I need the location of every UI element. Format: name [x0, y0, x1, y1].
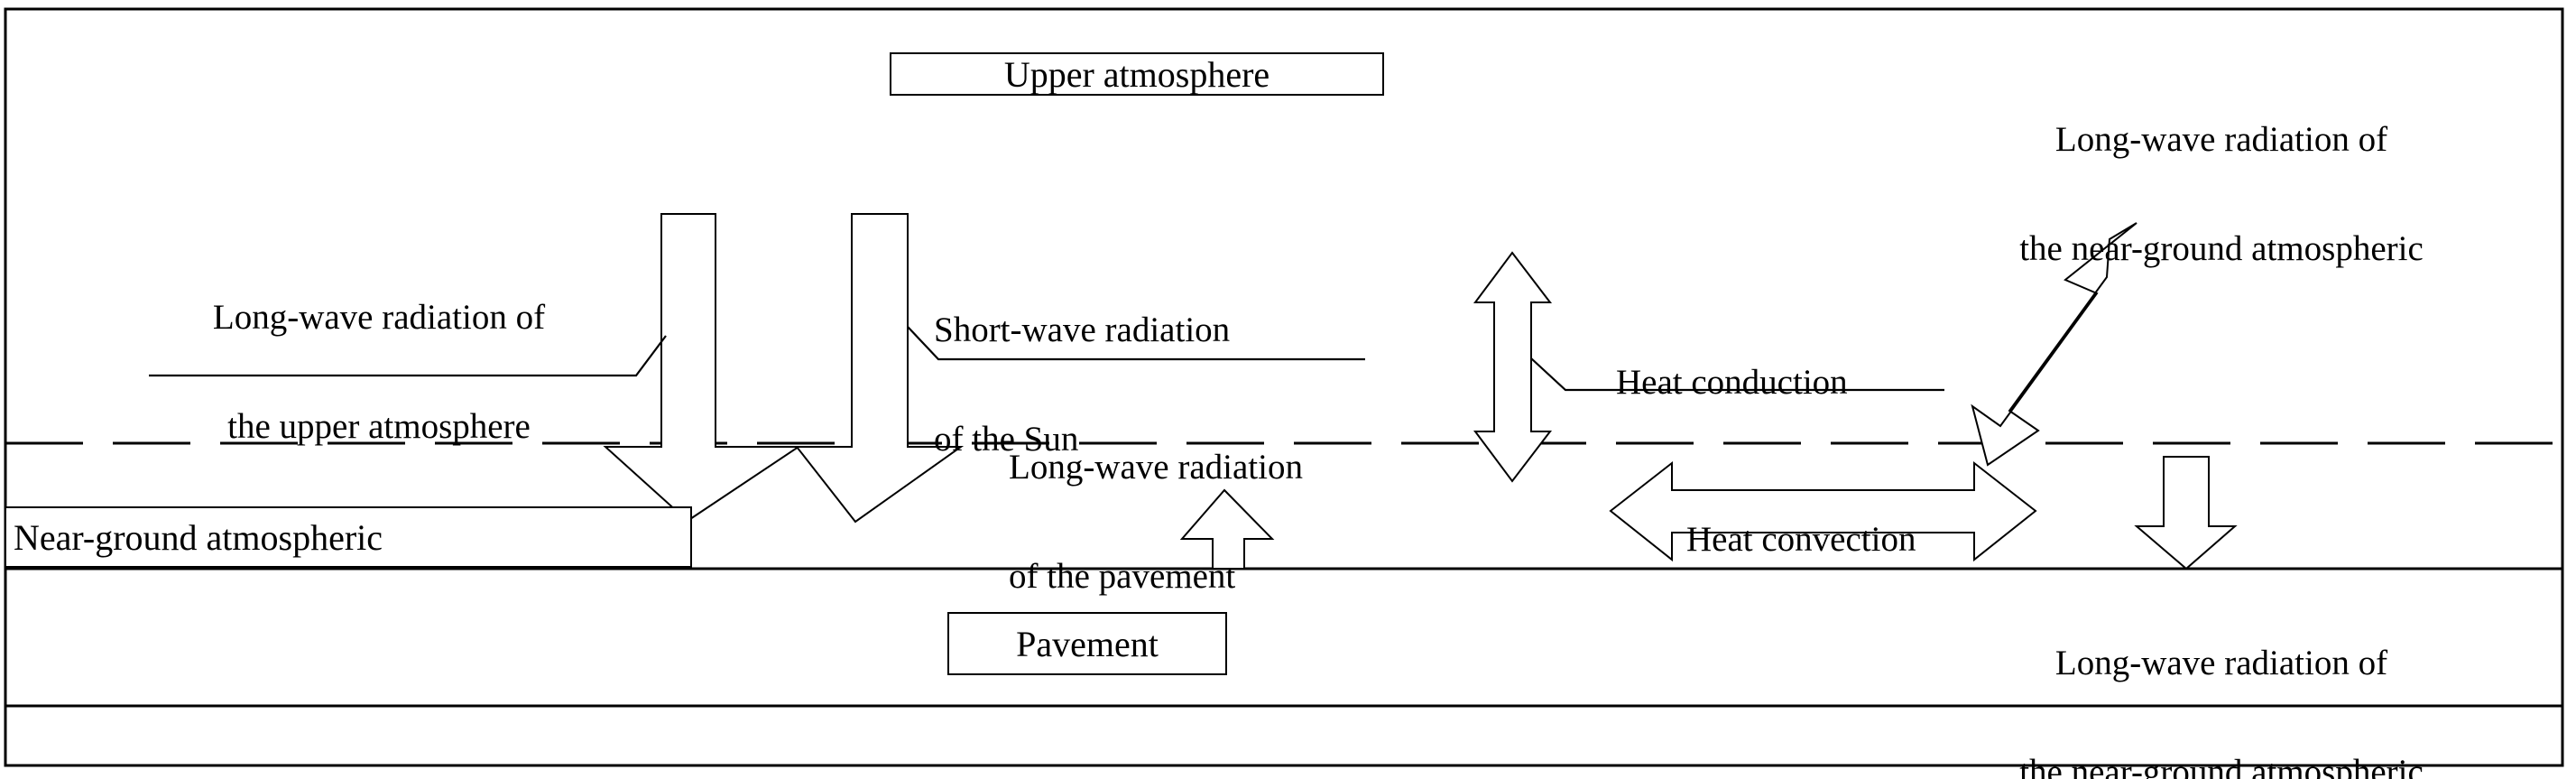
longwave-pavement-line1: Long-wave radiation: [1009, 448, 1303, 487]
near-ground-atmospheric-text: Near-ground atmospheric: [14, 516, 383, 558]
label-near-ground-atmospheric: Near-ground atmospheric: [5, 506, 692, 568]
pavement-text: Pavement: [1016, 623, 1159, 664]
arrow-heat-convection-bidirectional: [1609, 460, 2037, 562]
longwave-nearground-top-line2: the near-ground atmospheric: [2019, 228, 2424, 268]
leader-longwave-upper-atmosphere: [149, 335, 667, 377]
leader-shortwave-sun: [907, 326, 1365, 361]
shortwave-sun-line1: Short-wave radiation: [934, 311, 1231, 350]
longwave-pavement-line2: of the pavement: [1009, 556, 1236, 596]
heat-convection-text: Heat convection: [1686, 520, 1916, 560]
label-longwave-pavement: Long-wave radiation of the pavement: [1009, 377, 1303, 667]
arrow-longwave-upper-atmosphere-down: [603, 213, 802, 523]
longwave-upper-line2: the upper atmosphere: [227, 406, 531, 446]
leader-heat-conduction: [1530, 357, 1944, 392]
upper-atmosphere-text: Upper atmosphere: [1003, 53, 1270, 95]
arrow-heat-conduction-bidirectional: [1473, 251, 1553, 483]
label-heat-convection: Heat convection: [1651, 486, 1916, 594]
longwave-nearground-bottom-line1: Long-wave radiation of: [2054, 644, 2388, 683]
arrow-longwave-nearground-down: [2134, 456, 2238, 570]
arrow-shortwave-sun-down: [794, 213, 965, 524]
arrow-longwave-nearground-up-diagonal: [1971, 222, 2137, 467]
label-shortwave-sun: Short-wave radiation of the Sun: [934, 240, 1230, 530]
outer-frame: [4, 7, 2564, 767]
label-longwave-upper-atmosphere: Long-wave radiation of the upper atmosph…: [117, 227, 641, 517]
heat-conduction-text: Heat conduction: [1616, 363, 1848, 403]
longwave-nearground-top-line1: Long-wave radiation of: [2054, 120, 2388, 160]
longwave-nearground-bottom-line2: the near-ground atmospheric: [2019, 752, 2424, 779]
label-longwave-nearground-bottom: Long-wave radiation of the near-ground a…: [1888, 573, 2555, 779]
label-upper-atmosphere: Upper atmosphere: [890, 52, 1384, 96]
shortwave-sun-line2: of the Sun: [934, 419, 1079, 459]
arrow-longwave-pavement-up: [1179, 488, 1275, 570]
label-heat-conduction: Heat conduction: [1581, 329, 1848, 437]
longwave-upper-line1: Long-wave radiation of: [212, 298, 546, 338]
label-longwave-nearground-top: Long-wave radiation of the near-ground a…: [1888, 50, 2555, 339]
label-pavement: Pavement: [947, 612, 1227, 675]
